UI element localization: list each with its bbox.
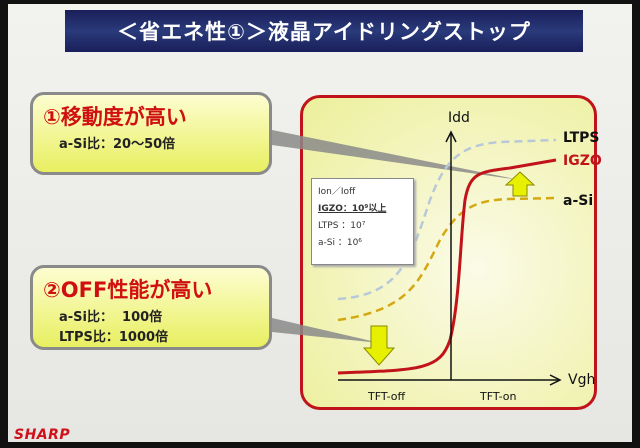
x-axis-label: Vgh <box>568 372 596 388</box>
mobility-callout: ①移動度が高い a-Si比：20～50倍 <box>30 92 272 175</box>
ion-ioff-legend: Ion／Ioff IGZO：10⁹以上 LTPS ：10⁷ a-Si ：10⁶ <box>311 178 414 265</box>
series-label-igzo: IGZO <box>563 153 602 169</box>
slide-title: ＜省エネ性①＞液晶アイドリングストップ <box>65 10 583 52</box>
x-axis-arrow-icon <box>549 374 562 386</box>
callout-heading: ①移動度が高い <box>43 105 187 129</box>
legend-row-ltps: LTPS ：10⁷ <box>318 221 366 231</box>
up-arrow-icon <box>504 171 536 197</box>
tft-off-label: TFT-off <box>368 390 406 403</box>
tft-on-label: TFT-on <box>480 390 517 403</box>
series-label-asi: a-Si <box>563 193 594 209</box>
callout-line: a-Si比：20～50倍 <box>59 137 176 152</box>
callout2-pointer <box>272 318 380 343</box>
ltps-curve <box>337 138 557 301</box>
legend-row-asi: a-Si ：10⁶ <box>318 238 362 248</box>
down-arrow-icon <box>362 325 396 366</box>
legend-title: Ion／Ioff <box>318 187 356 197</box>
legend-row-igzo: IGZO：10⁹以上 <box>318 204 387 214</box>
callout-line: LTPS比：1000倍 <box>59 330 169 345</box>
y-axis-arrow-icon <box>445 130 457 143</box>
igzo-curve <box>337 158 557 375</box>
y-axis-label: Idd <box>448 110 470 126</box>
callout-heading: ②OFF性能が高い <box>43 278 213 302</box>
callout-line: a-Si比： 100倍 <box>59 310 163 325</box>
series-label-ltps: LTPS <box>563 130 600 146</box>
asi-curve <box>337 196 557 322</box>
sharp-logo: SHARP <box>14 427 71 443</box>
off-performance-callout: ②OFF性能が高い a-Si比： 100倍 LTPS比：1000倍 <box>30 265 272 350</box>
